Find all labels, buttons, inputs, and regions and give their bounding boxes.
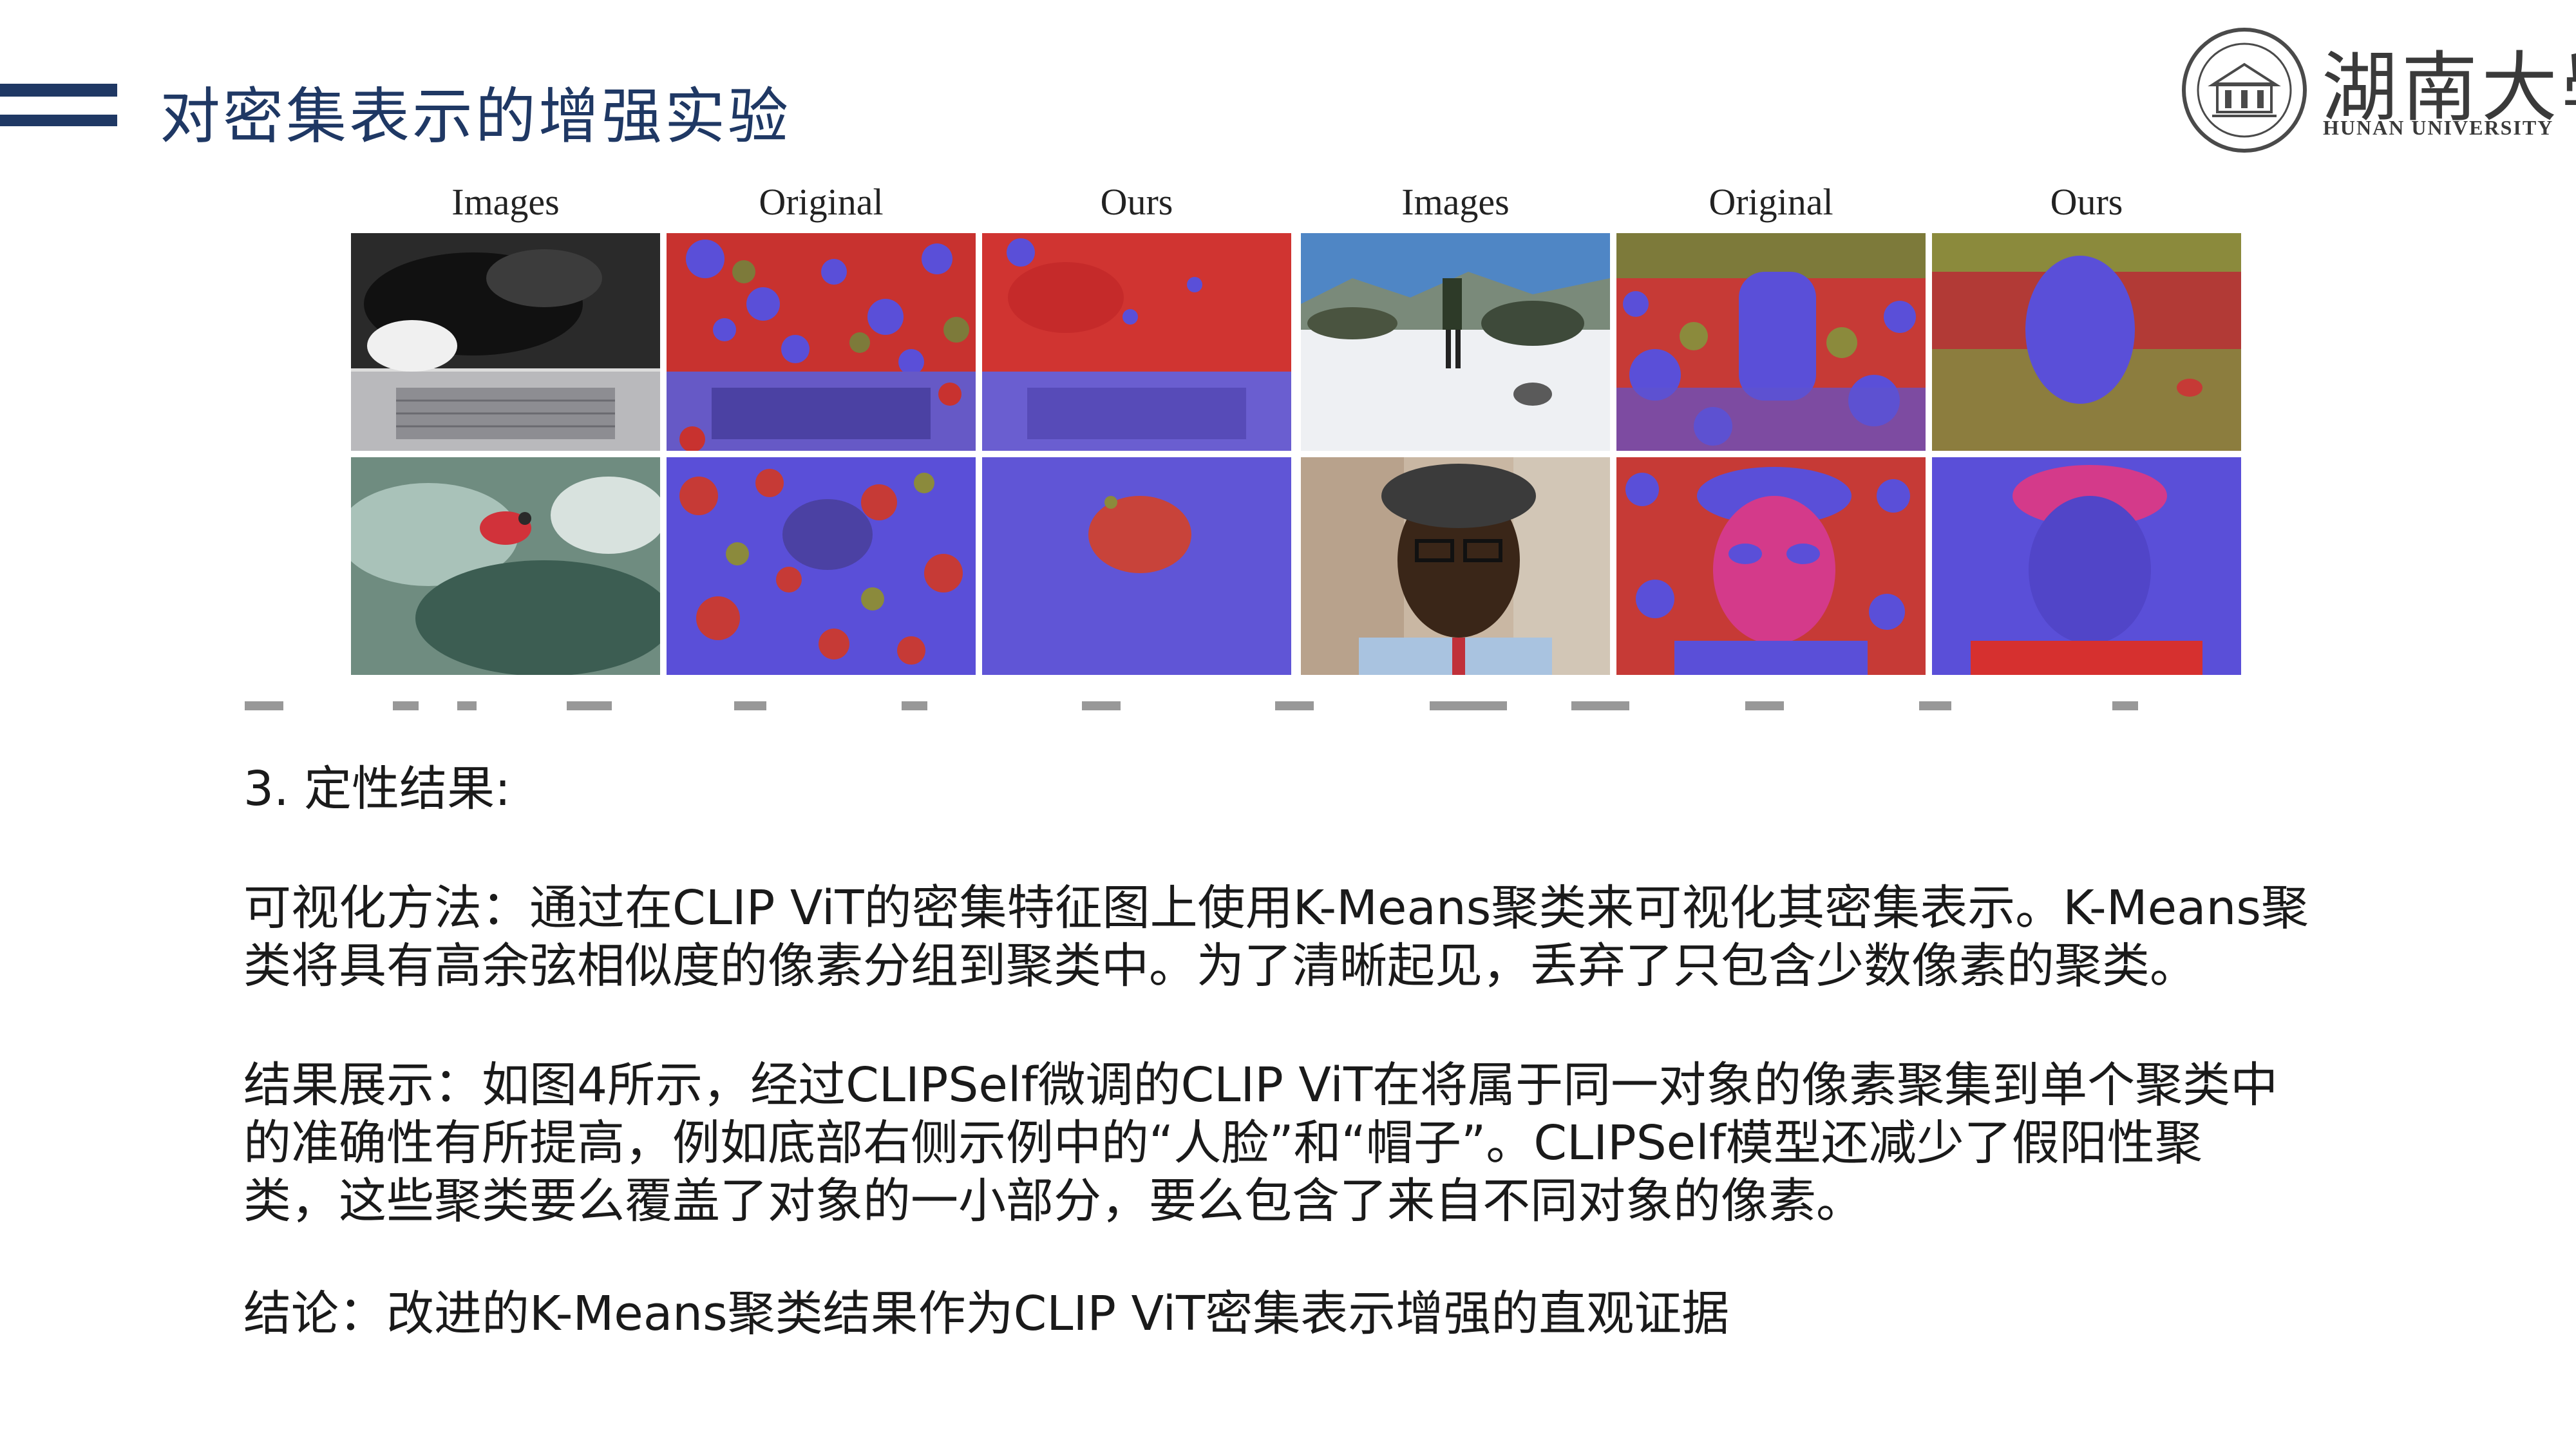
column-header-ours-2: Ours <box>2050 181 2123 223</box>
cluster-man-original <box>1616 457 1926 675</box>
image-cat-laptop <box>351 233 660 451</box>
cropped-caption-strip <box>245 701 2138 710</box>
paragraph-line: 的准确性有所提高，例如底部右侧示例中的“人脸”和“帽子”。CLIPSelf模型还… <box>243 1115 2202 1171</box>
paragraph-line: 可视化方法：通过在CLIP ViT的密集特征图上使用K-Means聚类来可视化其… <box>243 880 2309 936</box>
paragraph-line: 类，这些聚类要么覆盖了对象的一小部分，要么包含了来自不同对象的像素。 <box>243 1173 1864 1229</box>
university-logo: 湖南大學 HUNAN UNIVERSITY <box>2180 26 2576 155</box>
paragraph-line: 结果展示：如图4所示，经过CLIPSelf微调的CLIP ViT在将属于同一对象… <box>243 1057 2278 1113</box>
cluster-cat-ours <box>982 233 1291 451</box>
cluster-surfer-original <box>667 457 976 675</box>
cluster-snow-original <box>1616 233 1926 451</box>
image-surfer <box>351 457 660 675</box>
column-header-original-2: Original <box>1709 181 1833 223</box>
image-man-portrait <box>1301 457 1610 675</box>
kmeans-figure: Images Original Ours Images Original Our… <box>351 174 2244 683</box>
visualization-method-paragraph: 可视化方法：通过在CLIP ViT的密集特征图上使用K-Means聚类来可视化其… <box>243 879 2369 995</box>
title-accent-bar-bottom <box>0 115 117 126</box>
logo-chinese-name: 湖南大學 <box>2322 43 2576 132</box>
image-snow-hiker <box>1301 233 1610 451</box>
column-header-images-1: Images <box>451 181 560 223</box>
slide-title: 对密集表示的增强实验 <box>160 82 791 152</box>
results-paragraph: 结果展示：如图4所示，经过CLIPSelf微调的CLIP ViT在将属于同一对象… <box>243 1056 2369 1230</box>
column-header-images-2: Images <box>1401 181 1510 223</box>
cluster-surfer-ours <box>982 457 1291 675</box>
conclusion-paragraph: 结论：改进的K-Means聚类结果作为CLIP ViT密集表示增强的直观证据 <box>243 1286 1730 1341</box>
logo-english-name: HUNAN UNIVERSITY <box>2323 116 2554 139</box>
column-header-original-1: Original <box>759 181 884 223</box>
cluster-snow-ours <box>1932 233 2241 451</box>
paragraph-line: 类将具有高余弦相似度的像素分组到聚类中。为了清晰起见，丢弃了只包含少数像素的聚类… <box>243 938 2197 994</box>
university-seal-icon <box>2182 28 2307 153</box>
cluster-man-ours <box>1932 457 2241 675</box>
column-header-ours-1: Ours <box>1100 181 1173 223</box>
cluster-cat-original <box>667 233 976 451</box>
title-accent-bar-top <box>0 84 117 97</box>
section-heading: 3. 定性结果: <box>243 761 511 817</box>
